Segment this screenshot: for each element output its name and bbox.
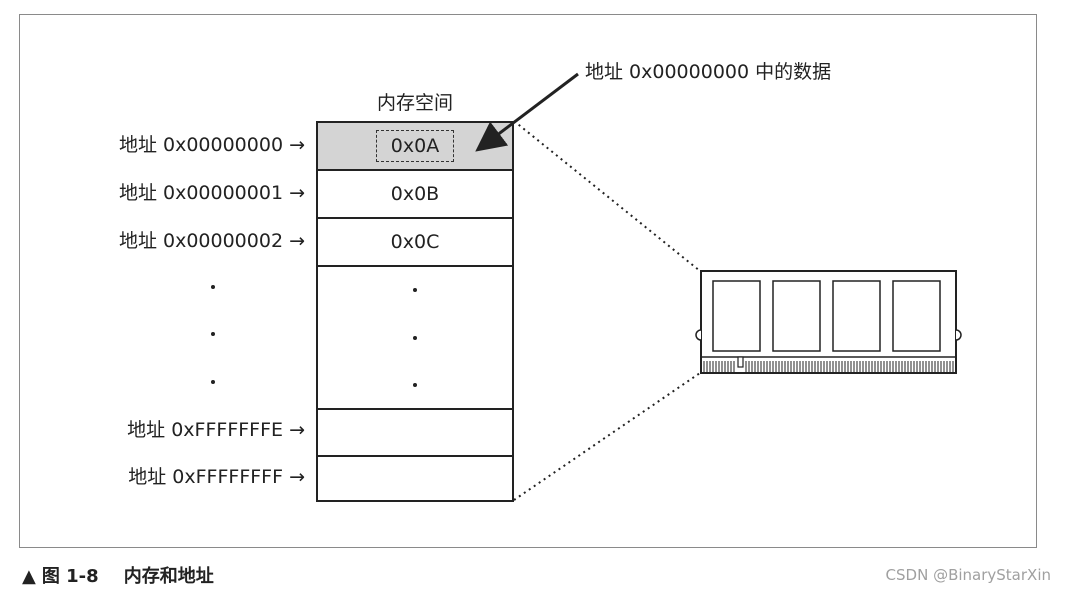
memory-cell-2: 0x0C — [318, 219, 512, 267]
ellipsis-dot — [211, 332, 215, 336]
address-label-0: 地址 0x00000000 → — [118, 134, 305, 156]
cell-value-1: 0x0B — [390, 183, 440, 205]
ellipsis-dot — [413, 383, 417, 387]
memory-cell-ellipsis — [318, 267, 512, 410]
memory-space-title: 内存空间 — [376, 92, 453, 114]
ellipsis-dot — [413, 336, 417, 340]
ellipsis-dot — [413, 288, 417, 292]
cell-value-2: 0x0C — [390, 231, 440, 253]
watermark: CSDN @BinaryStarXin — [885, 566, 1051, 584]
memory-block: 0x0A 0x0B 0x0C — [316, 121, 514, 502]
ram-module-icon — [695, 270, 962, 374]
ellipsis-dot — [211, 380, 215, 384]
cell-value-0: 0x0A — [375, 130, 455, 162]
figure-caption: ▲图 1-8 内存和地址 — [22, 562, 214, 588]
memory-cell-1: 0x0B — [318, 171, 512, 219]
memory-cell-fffffffe — [318, 410, 512, 457]
address-label-ffffffff: 地址 0xFFFFFFFF → — [128, 466, 305, 488]
figure-frame — [19, 14, 1037, 548]
address-label-2: 地址 0x00000002 → — [118, 230, 305, 252]
callout-arrow — [475, 72, 579, 152]
triangle-icon: ▲ — [22, 566, 36, 587]
address-label-fffffffe: 地址 0xFFFFFFFE → — [127, 419, 305, 441]
dotted-connector-top — [513, 120, 701, 272]
caption-text: 图 1-8 内存和地址 — [41, 566, 214, 587]
callout-label: 地址 0x00000000 中的数据 — [585, 61, 832, 83]
address-label-1: 地址 0x00000001 → — [118, 182, 305, 204]
dotted-connector-bottom — [513, 372, 701, 501]
ellipsis-dot — [211, 285, 215, 289]
